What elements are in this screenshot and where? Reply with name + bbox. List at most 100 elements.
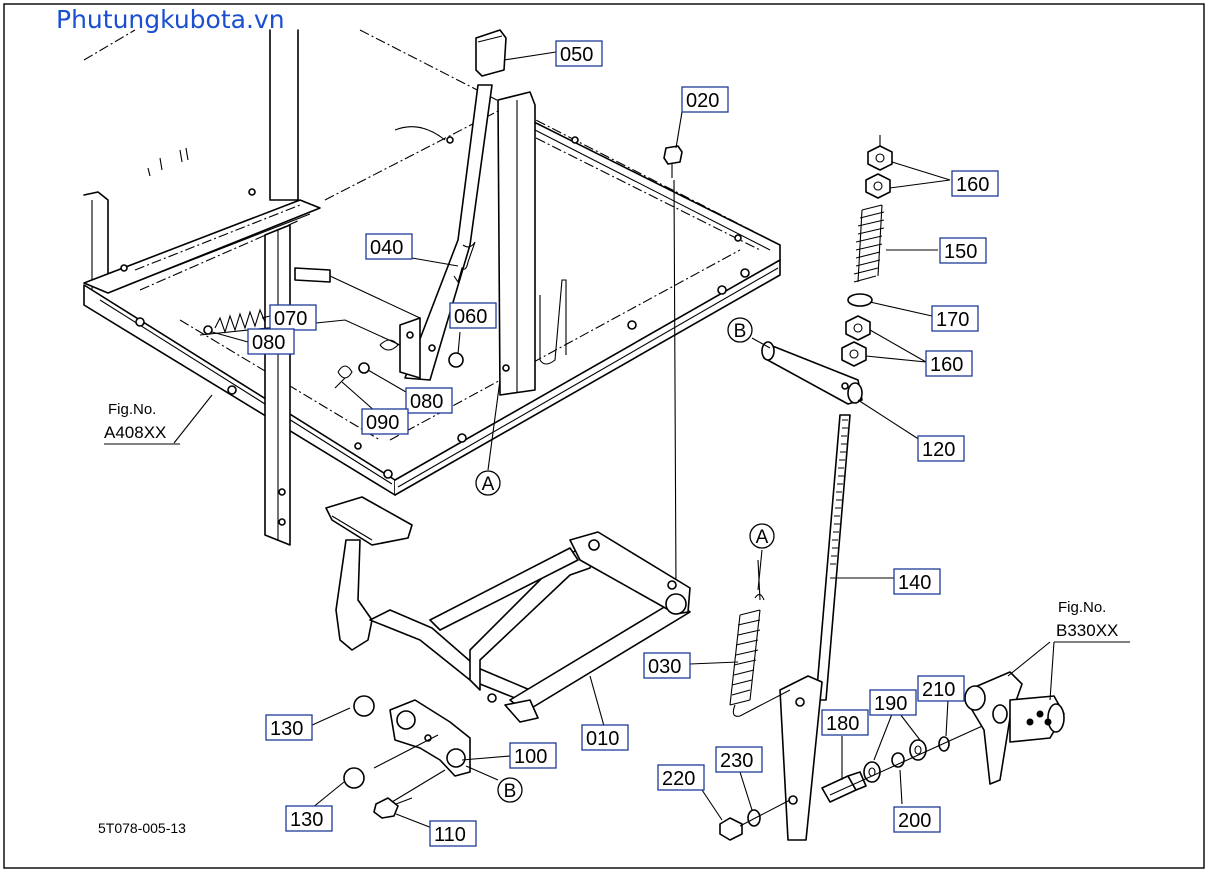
svg-text:220: 220 — [662, 768, 695, 790]
watermark: Phutungkubota.vn — [56, 5, 285, 34]
svg-text:A408XX: A408XX — [104, 423, 166, 442]
svg-text:090: 090 — [366, 412, 399, 434]
drawing-code: 5T078-005-13 — [98, 820, 186, 836]
callout-170: 170 — [931, 305, 979, 332]
callout-130-lower: 130 — [285, 805, 333, 832]
nut-160-bottom — [841, 341, 867, 367]
svg-text:170: 170 — [936, 309, 969, 331]
callout-110: 110 — [429, 820, 477, 847]
pedal-arm-b330 — [964, 671, 1065, 785]
callout-140: 140 — [893, 568, 941, 595]
rod-140 — [779, 414, 851, 841]
svg-text:210: 210 — [922, 679, 955, 701]
svg-text:010: 010 — [586, 728, 619, 750]
svg-text:130: 130 — [290, 809, 323, 831]
svg-text:040: 040 — [370, 237, 403, 259]
washer-170 — [847, 293, 873, 307]
marker-b-pin: B — [727, 317, 753, 343]
lever-knob — [475, 29, 507, 77]
washer-230 — [747, 809, 761, 827]
callout-190: 190 — [869, 689, 917, 716]
svg-text:080: 080 — [410, 391, 443, 413]
bolt-020 — [663, 145, 683, 591]
callout-160-lower: 160 — [925, 350, 973, 377]
spring-150 — [853, 204, 885, 283]
svg-text:070: 070 — [274, 308, 307, 330]
svg-text:A: A — [756, 527, 769, 548]
svg-text:200: 200 — [898, 810, 931, 832]
svg-text:130: 130 — [270, 718, 303, 740]
callout-230: 230 — [715, 746, 763, 773]
svg-text:150: 150 — [944, 241, 977, 263]
svg-text:Fig.No.: Fig.No. — [108, 401, 156, 418]
nut-220 — [719, 817, 743, 841]
callout-070: 070 — [269, 304, 317, 331]
frame-bolts — [120, 136, 750, 526]
callout-080-lower: 080 — [405, 387, 453, 414]
washer-060 — [448, 352, 464, 368]
callout-210: 210 — [917, 675, 965, 702]
bolt-180 — [821, 771, 867, 803]
callout-180: 180 — [821, 709, 869, 736]
spring-030 — [729, 559, 791, 717]
callout-120: 120 — [917, 435, 965, 462]
svg-text:B: B — [504, 781, 517, 802]
spring-070 — [203, 308, 266, 335]
callout-030: 030 — [643, 652, 691, 679]
svg-text:A: A — [482, 474, 495, 495]
svg-text:190: 190 — [874, 693, 907, 715]
callout-200: 200 — [893, 806, 941, 833]
svg-text:Fig.No.: Fig.No. — [1058, 599, 1106, 616]
svg-text:160: 160 — [956, 174, 989, 196]
fig-ref-a408xx: Fig.No. A408XX — [104, 401, 180, 445]
callout-130-upper: 130 — [265, 714, 313, 741]
bearings-190 — [863, 739, 927, 783]
washer-080 — [358, 362, 370, 374]
pivot-shaft — [294, 267, 331, 283]
marker-a-frame: A — [475, 470, 501, 496]
callout-150: 150 — [939, 237, 987, 264]
callout-100: 100 — [509, 742, 557, 769]
svg-text:060: 060 — [454, 306, 487, 328]
washer-130-b — [343, 767, 365, 789]
pin-120 — [761, 341, 863, 405]
svg-text:160: 160 — [930, 354, 963, 376]
leader-lines — [173, 51, 1055, 829]
pedal-assembly — [325, 496, 691, 723]
main-frame — [83, 29, 781, 546]
svg-text:050: 050 — [560, 44, 593, 66]
clip-090 — [334, 365, 353, 389]
svg-text:120: 120 — [922, 439, 955, 461]
fig-ref-b330xx: Fig.No. B330XX — [1054, 599, 1130, 643]
bolt-110 — [373, 797, 413, 819]
svg-text:180: 180 — [826, 713, 859, 735]
washer-130-a — [353, 695, 375, 717]
callout-010: 010 — [581, 724, 629, 751]
svg-text:B330XX: B330XX — [1056, 621, 1118, 640]
nut-160-third — [845, 315, 871, 341]
marker-b-bracket: B — [497, 777, 523, 803]
svg-text:110: 110 — [434, 824, 466, 846]
svg-text:020: 020 — [686, 90, 719, 112]
callout-090: 090 — [361, 408, 409, 435]
spacer-200 — [891, 752, 905, 768]
callout-040: 040 — [365, 233, 413, 260]
bracket-100 — [389, 699, 471, 777]
parking-lever — [399, 84, 493, 381]
callout-080-upper: 080 — [247, 328, 295, 355]
svg-text:100: 100 — [514, 746, 547, 768]
svg-text:230: 230 — [720, 750, 753, 772]
svg-text:140: 140 — [898, 572, 931, 594]
svg-text:030: 030 — [648, 656, 681, 678]
callout-220: 220 — [657, 764, 705, 791]
svg-text:080: 080 — [252, 332, 285, 354]
drawing-border — [3, 3, 1205, 869]
circlip-210 — [938, 736, 950, 752]
nut-160-top — [867, 145, 893, 171]
nut-160-second — [865, 173, 891, 199]
callout-020: 020 — [681, 86, 729, 113]
callout-050: 050 — [555, 40, 603, 67]
callout-160-upper: 160 — [951, 170, 999, 197]
callout-060: 060 — [449, 302, 497, 329]
